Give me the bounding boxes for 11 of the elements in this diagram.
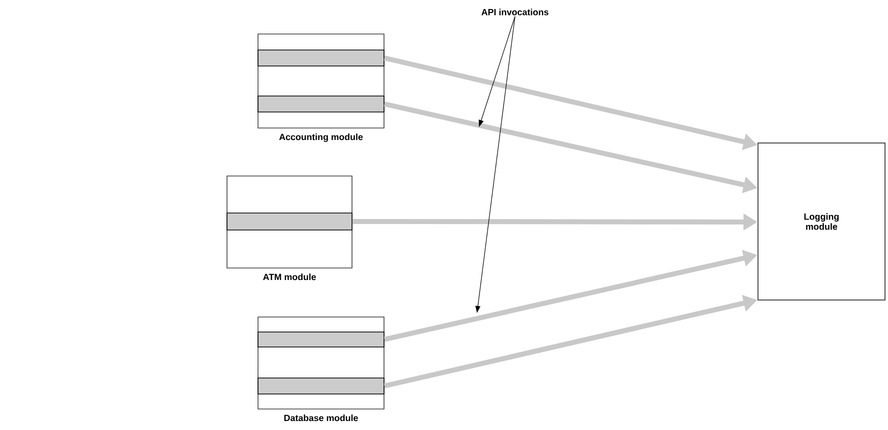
node-label: Database module [284,414,358,422]
callout-text: API invocations [481,8,548,16]
stripe [258,96,384,112]
stripe [258,378,384,394]
module-box: ATM module [226,176,352,280]
stripe [258,332,384,348]
stripe [258,50,384,66]
node-label: Accounting module [279,134,363,142]
node-label: ATM module [263,274,316,280]
stripe [226,212,352,230]
module-box: Logging module [758,142,886,300]
